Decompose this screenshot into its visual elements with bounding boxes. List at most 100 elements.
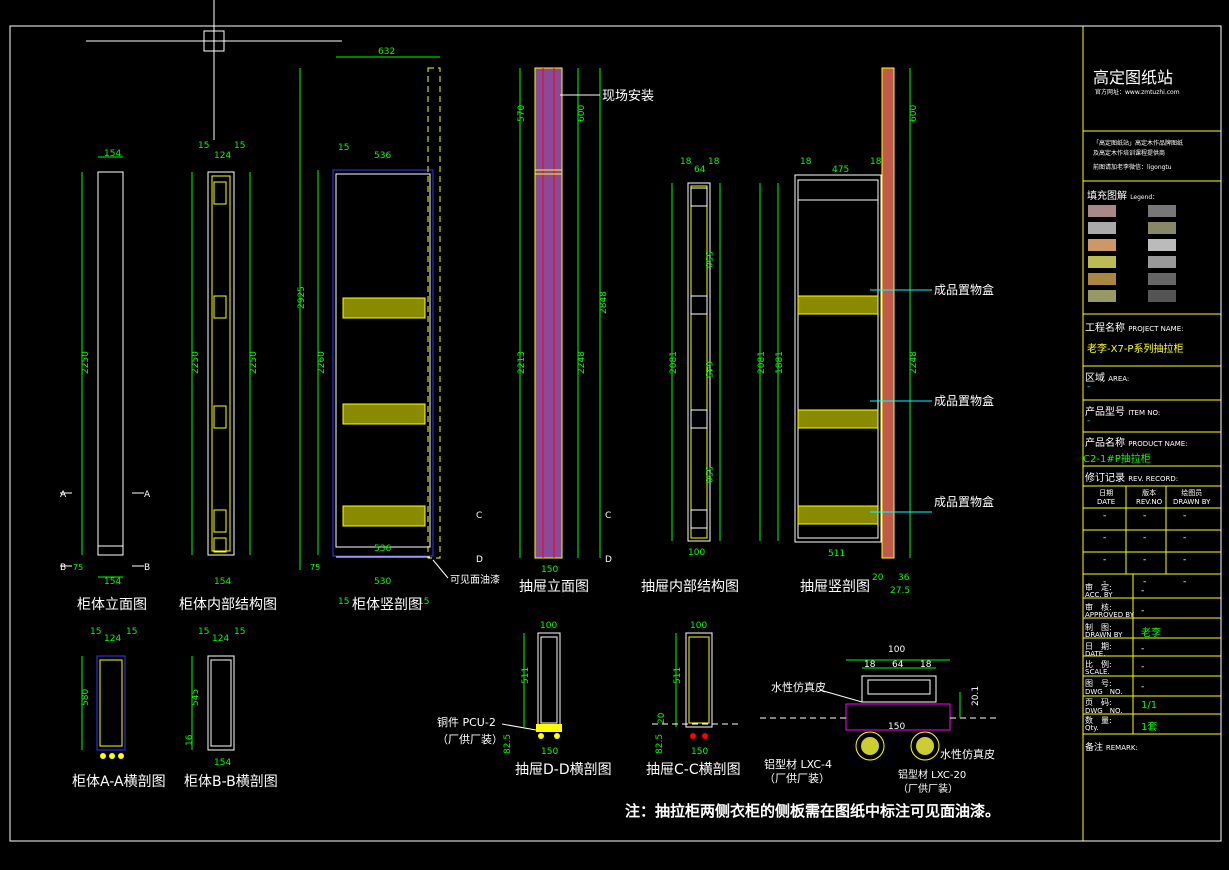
note-site-install: 现场安装 <box>602 89 654 104</box>
note-alu-lxc4: 铝型材 LXC-4 <box>764 757 832 771</box>
dim-511-v9: 511 <box>521 667 531 684</box>
view-title-drawer-elevation: 抽屉立面图 <box>519 579 589 595</box>
dim-600-v4: 600 <box>577 105 587 122</box>
dim-18-detail-b: 18 <box>920 660 932 670</box>
acc-en: ACC. BY <box>1085 591 1113 599</box>
notice-line-3: 前图请加老李微信：ligongtu <box>1093 164 1172 171</box>
rev-label: 修订记录 REV. RECORD: <box>1085 473 1179 484</box>
dim-124-v8: 124 <box>212 634 229 644</box>
dim-545: 545 <box>191 689 201 706</box>
dim-20-v6: 20 <box>872 573 884 583</box>
scale-en: SCALE. <box>1085 668 1110 676</box>
dim-15-v2b: 15 <box>234 141 245 151</box>
rev-cell: - <box>1183 533 1187 543</box>
drawer-internal-structure <box>671 182 721 542</box>
dim-2081-v5: 2081 <box>669 351 679 374</box>
drawn-en: DRAWN BY <box>1085 631 1123 639</box>
qty-en: Qty. <box>1085 724 1099 732</box>
area-label: 区域 AREA: <box>1085 373 1130 384</box>
approve-label: 审 核: <box>1085 603 1112 612</box>
view-title-drawer-section: 抽屉竖剖图 <box>800 579 870 595</box>
dim-2848: 2848 <box>599 291 609 314</box>
dim-511-v6: 511 <box>828 549 845 559</box>
item-label: 产品型号 ITEM NO: <box>1085 407 1161 418</box>
dim-154-top: 154 <box>104 149 121 159</box>
rev-col-date: 日期 DATE <box>1097 489 1116 506</box>
dim-100-detail: 100 <box>888 645 905 655</box>
legend-swatches <box>1088 205 1176 302</box>
legend-label: 填充图解 Legend： <box>1087 191 1159 202</box>
dim-15-v7b: 15 <box>126 627 137 637</box>
dim-2260: 2260 <box>317 351 327 374</box>
rev-cell: - <box>1103 577 1107 587</box>
date-en: DATE. <box>1085 650 1106 658</box>
note-alu-lxc20: 铝型材 LXC-20 <box>898 768 966 781</box>
scale-value: - <box>1141 662 1145 672</box>
section-d-right: D <box>605 555 612 565</box>
rev-cell: - <box>1143 511 1147 521</box>
brand-url: 官方网址：www.zmtuzhi.com <box>1095 89 1180 96</box>
view-title-cabinet-internal: 柜体内部结构图 <box>179 597 277 613</box>
dim-100-v10: 100 <box>690 621 707 631</box>
note-visible-paint: 可见面油漆 <box>450 573 500 586</box>
dim-75-v3: 75 <box>310 563 320 572</box>
dim-15-v3c: 15 <box>418 597 429 607</box>
rev-cell: - <box>1103 555 1107 565</box>
drawer-section-cc <box>652 632 740 739</box>
profile-detail <box>760 659 1000 761</box>
rev-cell: - <box>1183 555 1187 565</box>
view-title-cabinet-section: 柜体竖剖图 <box>352 597 422 613</box>
dim-600-v6: 600 <box>909 105 919 122</box>
approve-en: APPROVED BY <box>1085 611 1135 619</box>
section-a-right: A <box>144 490 151 500</box>
dim-15-v8b: 15 <box>234 627 245 637</box>
section-c-left: C <box>476 511 482 521</box>
dim-15-v3: 15 <box>338 143 349 153</box>
drawer-vertical-section <box>759 67 932 559</box>
note-finished-box-2: 成品置物盒 <box>934 393 994 408</box>
qty-value: 1套 <box>1141 722 1158 733</box>
dim-2081-v6: 2081 <box>757 351 767 374</box>
rev-cell: - <box>1183 577 1187 587</box>
note-finished-box-3: 成品置物盒 <box>934 494 994 509</box>
dim-18-v6b: 18 <box>870 157 882 167</box>
dim-15-v2a: 15 <box>198 141 209 151</box>
dim-154-v8: 154 <box>214 758 231 768</box>
note-copper: 铜件 PCU-2 <box>437 715 496 729</box>
dim-36: 36 <box>898 573 910 583</box>
dim-75-v1: 75 <box>73 563 83 572</box>
dim-18-v5b: 18 <box>708 157 720 167</box>
dim-150-v9: 150 <box>541 747 558 757</box>
dim-124-v7: 124 <box>104 634 121 644</box>
dwg-label: 图 号: <box>1085 679 1112 688</box>
rev-col-rev: 版本 REV.NO <box>1136 489 1163 506</box>
notice-line-2: 及高定木作培训课程提供商 <box>1093 150 1166 157</box>
project-label: 工程名称 PROJECT NAME: <box>1085 323 1184 334</box>
date-label: 日 期: <box>1085 642 1112 651</box>
cabinet-internal-structure <box>191 171 251 556</box>
notice-line-1: 「高定图纸站」高定木作品牌图纸 <box>1093 140 1184 147</box>
acc-value: - <box>1141 586 1145 596</box>
cabinet-section-bb <box>191 655 235 751</box>
section-c-right: C <box>605 511 611 521</box>
dim-20-v10: 20 <box>657 712 667 724</box>
dim-2213: 2213 <box>517 351 527 374</box>
rev-cell: - <box>1143 533 1147 543</box>
dim-2250-v2b: 2250 <box>249 351 259 374</box>
dim-632: 632 <box>378 47 395 57</box>
view-title-cabinet-elevation: 柜体立面图 <box>77 597 147 613</box>
dim-530: 530 <box>374 577 391 587</box>
dim-2250-v2: 2250 <box>191 351 201 374</box>
dim-550-a: 550 <box>703 251 713 268</box>
dim-64-detail: 64 <box>892 660 904 670</box>
rev-cell: - <box>1143 577 1147 587</box>
note-factory-3: （厂供厂装） <box>898 782 958 795</box>
dim-64-v5: 64 <box>694 165 706 175</box>
section-a-left: A <box>60 490 67 500</box>
dim-27-5: 27.5 <box>890 586 910 596</box>
crosshair-cursor <box>86 0 342 140</box>
product-label: 产品名称 PRODUCT NAME: <box>1085 438 1188 449</box>
dim-82-5-v10: 82.5 <box>655 734 665 754</box>
cabinet-section-aa <box>81 655 126 759</box>
rev-cell: - <box>1103 533 1107 543</box>
